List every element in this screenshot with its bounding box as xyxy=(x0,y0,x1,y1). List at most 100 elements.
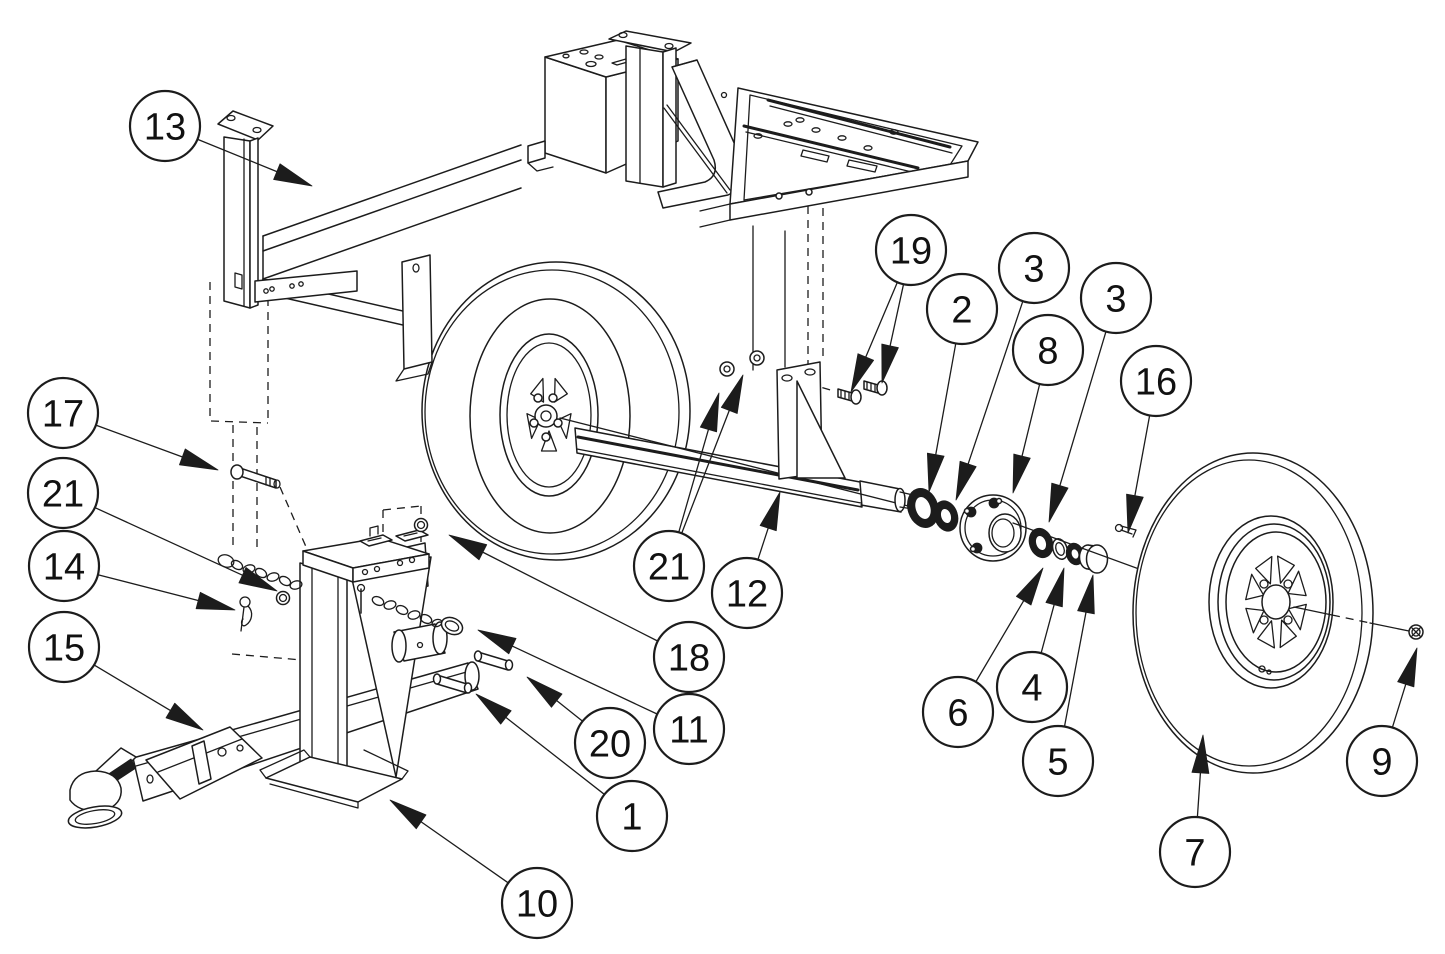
callout-number: 12 xyxy=(726,574,768,616)
callout-number: 17 xyxy=(42,394,84,436)
jack-assembly xyxy=(259,525,448,809)
callout-19-12: 19 xyxy=(850,213,948,393)
callout-number: 5 xyxy=(1047,742,1068,784)
leader-line xyxy=(1196,766,1202,818)
callout-number: 16 xyxy=(1135,362,1177,404)
leader-arrowhead xyxy=(1126,493,1144,534)
callout-number: 14 xyxy=(43,547,85,589)
callout-number: 7 xyxy=(1184,833,1205,875)
leader-line xyxy=(94,506,249,579)
right-wheel xyxy=(1132,452,1410,774)
nut-21-left xyxy=(275,590,291,606)
callout-bubble xyxy=(1119,344,1193,418)
callout-number: 2 xyxy=(951,290,972,332)
leader-line xyxy=(196,138,284,175)
callout-18-9: 18 xyxy=(448,534,726,694)
callout-bubble xyxy=(1079,261,1153,335)
leader-arrowhead xyxy=(1045,567,1065,608)
leader-line xyxy=(934,342,957,462)
wheel-hub xyxy=(959,494,1027,562)
leader-line xyxy=(506,642,658,715)
callout-bubble xyxy=(874,213,948,287)
leader-arrowhead xyxy=(273,163,313,187)
nut-18 xyxy=(413,517,429,533)
callout-bubble xyxy=(997,231,1071,305)
grease-seal xyxy=(907,488,939,528)
callout-number: 3 xyxy=(1023,249,1044,291)
leader-arrowhead xyxy=(179,448,219,471)
leader-line xyxy=(97,574,205,603)
callout-bubble xyxy=(1158,815,1232,889)
callout-number: 10 xyxy=(516,884,558,926)
hub-assembly xyxy=(907,488,1235,597)
deck-platform xyxy=(699,87,979,228)
callout-number: 15 xyxy=(43,628,85,670)
inner-bearing xyxy=(933,500,959,532)
callout-number: 20 xyxy=(589,724,631,766)
callout-number: 1 xyxy=(621,797,642,839)
callout-4-19: 4 xyxy=(995,567,1069,724)
leader-arrowhead xyxy=(759,491,781,532)
leader-line xyxy=(1057,330,1107,492)
leader-arrowhead xyxy=(475,693,512,725)
callout-bubble xyxy=(128,89,202,163)
callout-bubble xyxy=(27,529,101,603)
callout-bubble xyxy=(995,650,1069,724)
callout-number: 8 xyxy=(1037,331,1058,373)
callout-number: 13 xyxy=(144,107,186,149)
axle-beam xyxy=(559,417,921,510)
callout-number: 3 xyxy=(1105,279,1126,321)
leader-line xyxy=(1063,605,1088,728)
lug-nut xyxy=(1408,624,1424,640)
leader-arrowhead xyxy=(1012,453,1031,494)
leader-arrowhead xyxy=(389,799,427,830)
callout-bubble xyxy=(27,610,101,684)
leader-line xyxy=(680,404,733,535)
callout-number: 21 xyxy=(42,474,84,516)
leader-line xyxy=(1019,383,1041,463)
callout-10-5: 10 xyxy=(389,799,574,940)
leader-line xyxy=(95,424,189,460)
leader-line xyxy=(551,696,584,722)
callout-14-3: 14 xyxy=(27,529,236,611)
callout-bubble xyxy=(500,866,574,940)
callout-5-20: 5 xyxy=(1021,574,1095,798)
leader-arrowhead xyxy=(1015,567,1044,606)
axle-mount-plate xyxy=(719,350,846,480)
leader-arrowhead xyxy=(477,629,517,655)
leader-line xyxy=(862,281,899,364)
callout-bubble xyxy=(26,456,100,530)
leader-line xyxy=(1040,598,1057,654)
callout-number: 11 xyxy=(669,710,708,752)
callout-13-0: 13 xyxy=(128,89,313,187)
leader-arrowhead xyxy=(1077,574,1095,615)
callout-1-6: 1 xyxy=(475,693,669,853)
callout-number: 4 xyxy=(1021,668,1042,710)
leader-arrowhead xyxy=(720,374,744,414)
leader-arrowhead xyxy=(448,534,488,561)
callout-11-8: 11 xyxy=(477,629,726,766)
outer-bearing xyxy=(1028,527,1054,559)
leader-arrowhead xyxy=(195,591,236,611)
leader-arrowhead xyxy=(699,392,720,433)
callout-bubble xyxy=(595,779,669,853)
callout-number: 9 xyxy=(1371,742,1392,784)
callout-number: 21 xyxy=(648,547,690,589)
leader-arrowhead xyxy=(526,676,563,708)
safety-chains xyxy=(217,554,464,636)
callout-bubble xyxy=(710,556,784,630)
callout-bubble xyxy=(1021,724,1095,798)
callout-number: 6 xyxy=(947,693,968,735)
callout-bubble xyxy=(1345,724,1419,798)
callout-6-18: 6 xyxy=(921,567,1044,749)
callout-bubble xyxy=(921,675,995,749)
leader-line xyxy=(965,300,1024,471)
callout-bubble xyxy=(632,529,706,603)
callout-bubble xyxy=(652,620,726,694)
leader-line xyxy=(476,548,659,642)
callout-bubble xyxy=(1011,313,1085,387)
leader-arrowhead xyxy=(881,343,899,384)
pivot-cylinder xyxy=(391,621,448,663)
leader-line xyxy=(500,713,606,796)
